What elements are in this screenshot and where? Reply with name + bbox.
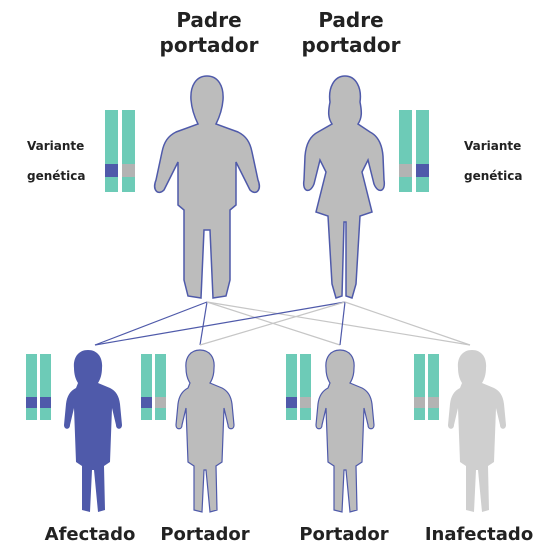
child-affected-silhouette [64,350,122,512]
mother-variant-label: Variante genética [464,131,544,191]
father-title: Padre portador [139,8,279,58]
line-father-to-carrier-1 [199,301,208,346]
father-variant-label: Variante genética [27,131,107,191]
line-mother-to-carrier-2 [339,301,346,346]
child-affected-chromosome-1 [26,354,37,420]
child-unaffected-chromosome-pair [414,354,439,420]
father-variant-label-line-1: Variante [27,139,85,153]
mother-variant-label-line-2: genética [464,169,523,183]
child-carrier-1-chromosome-1-variant-band [141,397,152,408]
child-affected-chromosome-2 [40,354,51,420]
mother-title-line-1: Padre [318,8,384,32]
inheritance-lines [94,301,471,346]
child-carrier-2-chromosome-1-variant-band [286,397,297,408]
mother-chromosome-2 [416,110,429,192]
line-mother-to-carrier-1 [199,301,346,346]
child-carrier-1-chromosome-pair [141,354,166,420]
father-chromosome-1-variant-band [105,164,118,177]
mother-chromosome-pair [399,110,429,192]
mother-title-line-2: portador [301,33,401,57]
mother-chromosome-1 [399,110,412,192]
mother-chromosome-2-variant-band [416,164,429,177]
child-carrier-1-chromosome-2-normal-band [155,397,166,408]
child-unaffected-silhouette [448,350,506,512]
child-affected-chromosome-pair [26,354,51,420]
father-variant-label-line-2: genética [27,169,86,183]
child-carrier-2-silhouette [315,349,375,513]
child-carrier-1-chromosome-1 [141,354,152,420]
father-title-line-1: Padre [176,8,242,32]
mother-chromosome-1-normal-band [399,164,412,177]
child-unaffected-chromosome-2-normal-band [428,397,439,408]
child-unaffected-chromosome-1-normal-band [414,397,425,408]
child-unaffected-chromosome-2 [428,354,439,420]
mother-title: Padre portador [281,8,421,58]
child-affected-chromosome-2-variant-band [40,397,51,408]
mother-silhouette [302,75,386,299]
line-mother-to-affected [94,301,346,346]
father-title-line-2: portador [159,33,259,57]
child-unaffected-chromosome-1 [414,354,425,420]
father-silhouette [153,75,261,299]
father-chromosome-2 [122,110,135,192]
child-carrier-2-chromosome-2 [300,354,311,420]
child-label-carrier-1: Portador [160,524,250,545]
child-label-affected: Afectado [44,524,136,545]
child-label-carrier-2: Portador [299,524,389,545]
child-carrier-2-chromosome-pair [286,354,311,420]
child-carrier-1-silhouette [175,349,235,513]
child-affected-chromosome-1-variant-band [26,397,37,408]
line-father-to-unaffected [206,301,471,346]
line-mother-to-unaffected [344,301,471,346]
child-label-unaffected: Inafectado [424,524,534,545]
child-carrier-2-chromosome-2-normal-band [300,397,311,408]
child-carrier-2-chromosome-1 [286,354,297,420]
child-carrier-1-chromosome-2 [155,354,166,420]
father-chromosome-2-normal-band [122,164,135,177]
mother-variant-label-line-1: Variante [464,139,522,153]
line-father-to-affected [94,301,208,346]
father-chromosome-pair [105,110,135,192]
